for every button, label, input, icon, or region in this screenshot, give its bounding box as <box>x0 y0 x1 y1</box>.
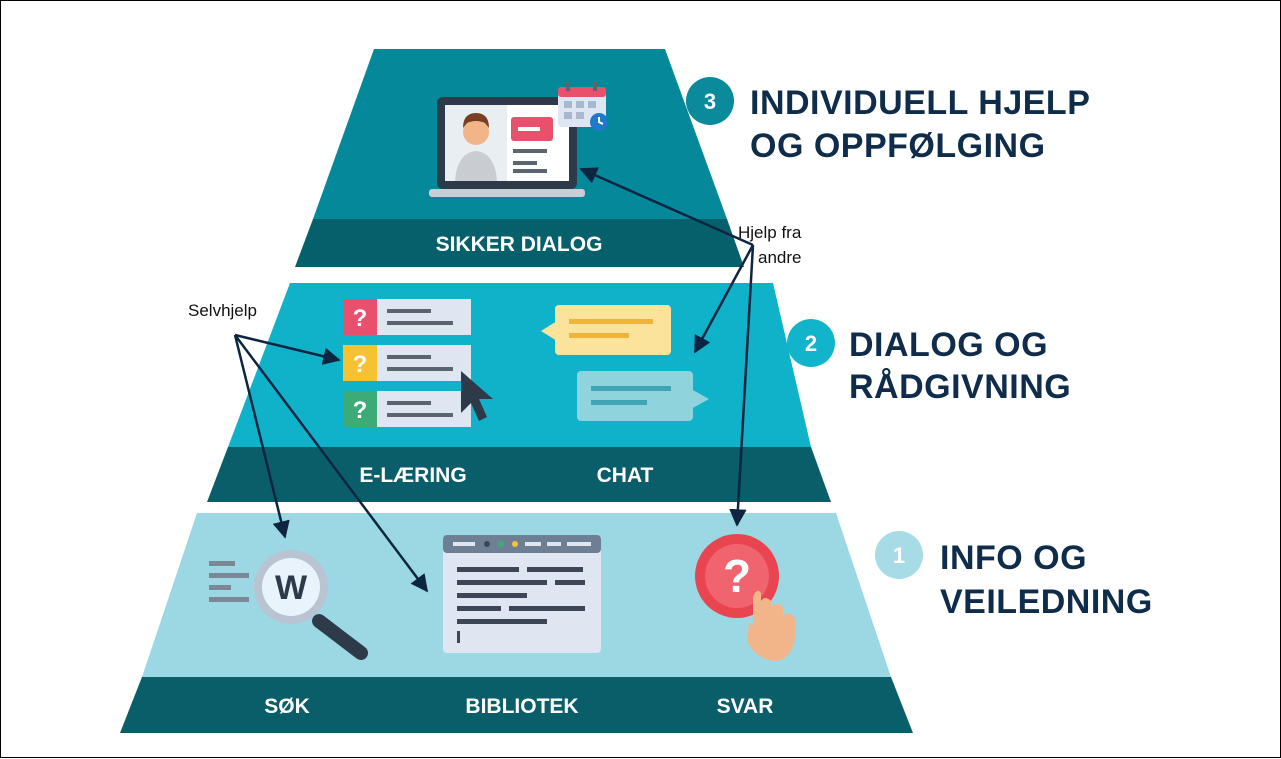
svg-text:?: ? <box>353 397 368 424</box>
wiki-search-icon: W <box>209 550 368 660</box>
tier-1-bar-label-3: SVAR <box>717 695 774 718</box>
tier-1-bar-label-1: SØK <box>264 695 310 718</box>
tier-2-number-badge <box>787 319 835 367</box>
tier-2-heading-line2: RÅDGIVNING <box>849 368 1071 406</box>
tier-1-heading-line2: VEILEDNING <box>940 583 1153 621</box>
cursor-icon <box>461 371 493 421</box>
hjelp-arrows <box>579 167 755 527</box>
tier-2-bar <box>207 447 831 502</box>
calendar-icon <box>558 81 608 131</box>
selvhjelp-arrows <box>233 333 429 593</box>
selvhjelp-label: Selvhjelp <box>188 301 257 320</box>
heading-3: 3 INDIVIDUELL HJELP OG OPPFØLGING <box>686 77 1090 165</box>
tier-2: E-LÆRING CHAT <box>207 283 831 502</box>
tier-1-number: 1 <box>893 543 905 568</box>
quiz-list-icon: ? ? ? <box>343 299 471 427</box>
tier-2-bar-label-2: CHAT <box>597 464 654 487</box>
tier-3-heading-line2: OG OPPFØLGING <box>750 127 1046 165</box>
tier-2-bar-label-1: E-LÆRING <box>359 464 466 487</box>
chat-bubbles-icon <box>541 305 709 421</box>
tier-3-number: 3 <box>704 89 716 114</box>
tier-2-heading-line1: DIALOG OG <box>849 326 1048 364</box>
svg-text:?: ? <box>353 351 368 378</box>
tier-3-bar <box>295 219 744 267</box>
heading-1: 1 INFO OG VEILEDNING <box>875 531 1153 621</box>
tier-1-number-badge <box>875 531 923 579</box>
tier-1-heading-line1: INFO OG <box>940 539 1087 577</box>
tier-3-number-badge <box>686 77 734 125</box>
hjelp-fra-andre-line2: andre <box>758 248 801 267</box>
svg-text:?: ? <box>353 305 368 332</box>
tier-1-bar-label-2: BIBLIOTEK <box>465 695 578 718</box>
document-window-icon <box>443 535 601 653</box>
svg-text:?: ? <box>723 550 751 602</box>
tier-1-bar <box>120 677 913 733</box>
heading-2: 2 DIALOG OG RÅDGIVNING <box>787 319 1071 406</box>
tier-2-body <box>228 283 811 447</box>
question-tap-icon: ? <box>695 534 795 661</box>
tier-3-bar-label-1: SIKKER DIALOG <box>436 233 603 256</box>
svg-text:W: W <box>275 569 308 607</box>
hjelp-fra-andre-line1: Hjelp fra <box>738 223 802 242</box>
tier-3-heading-line1: INDIVIDUELL HJELP <box>750 84 1090 122</box>
video-call-laptop-icon <box>429 97 585 197</box>
tier-2-number: 2 <box>805 331 817 356</box>
